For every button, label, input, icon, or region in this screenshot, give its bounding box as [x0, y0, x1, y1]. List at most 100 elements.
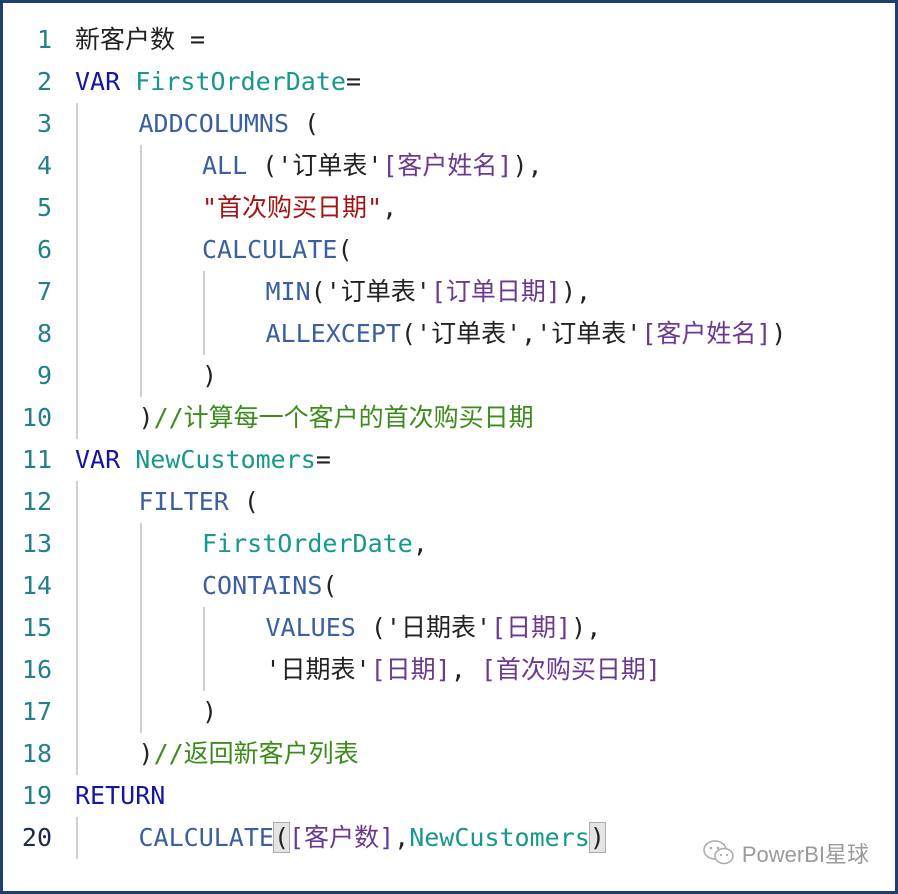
indent-guide [76, 607, 78, 649]
indent-guide [203, 313, 205, 355]
table-reference: '订单表' [277, 151, 383, 180]
keyword: RETURN [75, 781, 166, 810]
code-line[interactable]: 16 '日期表'[日期], [首次购买日期] [3, 649, 895, 691]
string-literal: "首次购买日期" [202, 193, 383, 222]
indent-guide [139, 691, 142, 733]
code-text: ALLEXCEPT('订单表','订单表'[客户姓名]) [266, 313, 787, 355]
line-number: 16 [21, 655, 52, 684]
column-reference: [客户数] [289, 823, 395, 852]
indent-guide [76, 817, 78, 859]
function-name: ADDCOLUMNS [138, 109, 290, 138]
column-reference: [日期] [370, 655, 451, 684]
code-text: "首次购买日期", [202, 187, 397, 229]
code-text: 新客户数 = [75, 19, 205, 61]
line-number: 4 [36, 151, 52, 180]
indent-guide [76, 355, 78, 397]
punctuation: = [315, 445, 331, 474]
indent-guide [139, 523, 142, 565]
punctuation: ( [322, 571, 338, 600]
column-reference: [首次购买日期] [480, 655, 661, 684]
line-number: 7 [36, 277, 52, 306]
code-line[interactable]: 7 MIN('订单表'[订单日期]), [3, 271, 895, 313]
indent-guide [76, 229, 78, 271]
indent-guide [76, 187, 78, 229]
matched-bracket: ( [272, 822, 291, 853]
indent-guide [139, 649, 142, 691]
line-number: 12 [21, 487, 52, 516]
table-reference: '订单表' [325, 277, 431, 306]
line-number: 1 [36, 25, 52, 54]
code-line[interactable]: 2 VAR FirstOrderDate= [3, 61, 895, 103]
punctuation: ( [400, 319, 417, 348]
code-text: MIN('订单表'[订单日期]), [266, 271, 592, 313]
function-name: FILTER [138, 487, 229, 516]
punctuation: , [412, 529, 428, 558]
code-text: ADDCOLUMNS ( [139, 103, 320, 145]
indent-guide [203, 271, 205, 313]
column-reference: [日期] [491, 613, 572, 642]
function-name: MIN [265, 277, 311, 306]
code-line[interactable]: 17) [3, 691, 895, 733]
code-text: VAR FirstOrderDate= [75, 61, 361, 103]
punctuation: ( [289, 109, 320, 138]
indent-guide [76, 565, 78, 607]
punctuation: ) [138, 739, 154, 768]
variable-name: FirstOrderDate [202, 529, 413, 558]
punctuation: 新客户数 = [75, 25, 206, 54]
code-text: ) [202, 691, 217, 733]
punctuation: , [382, 193, 398, 222]
punctuation: ), [571, 613, 602, 642]
punctuation: ), [560, 277, 592, 306]
code-text: FirstOrderDate, [202, 523, 428, 565]
code-text: '日期表'[日期], [首次购买日期] [266, 649, 661, 691]
code-text: CONTAINS( [202, 565, 337, 607]
variable-name: NewCustomers [135, 445, 316, 474]
indent-guide [139, 271, 142, 313]
code-line[interactable]: 1 新客户数 = [3, 19, 895, 61]
indent-guide [76, 397, 78, 439]
line-number: 2 [36, 67, 52, 96]
code-text: )//返回新客户列表 [139, 733, 359, 775]
indent-guide [139, 607, 142, 649]
keyword: VAR [75, 445, 136, 474]
indent-guide [76, 691, 78, 733]
code-line[interactable]: 5"首次购买日期", [3, 187, 895, 229]
punctuation: ) [202, 697, 218, 726]
code-text: )//计算每一个客户的首次购买日期 [139, 397, 534, 439]
code-line[interactable]: 18)//返回新客户列表 [3, 733, 895, 775]
variable-name: NewCustomers [409, 823, 590, 852]
punctuation: ( [247, 151, 278, 180]
punctuation: , [521, 319, 537, 348]
function-name: CALCULATE [138, 823, 274, 852]
indent-guide [139, 187, 142, 229]
code-text: VAR NewCustomers= [75, 439, 331, 481]
code-line[interactable]: 11 VAR NewCustomers= [3, 439, 895, 481]
indent-guide [139, 355, 142, 397]
line-number: 6 [36, 235, 52, 264]
code-line[interactable]: 3 ADDCOLUMNS ( [3, 103, 895, 145]
code-text: RETURN [75, 775, 165, 817]
indent-guide [76, 523, 78, 565]
line-number: 11 [21, 445, 52, 474]
line-number: 17 [21, 697, 52, 726]
indent-guide [203, 649, 205, 691]
code-line[interactable]: 10)//计算每一个客户的首次购买日期 [3, 397, 895, 439]
punctuation: ) [771, 319, 787, 348]
line-number: 3 [36, 109, 52, 138]
code-line[interactable]: 8 ALLEXCEPT('订单表','订单表'[客户姓名]) [3, 313, 895, 355]
code-line[interactable]: 9) [3, 355, 895, 397]
line-number: 8 [36, 319, 52, 348]
keyword: VAR [75, 67, 136, 96]
code-text: ) [202, 355, 217, 397]
indent-guide [139, 565, 142, 607]
punctuation: ) [138, 403, 154, 432]
